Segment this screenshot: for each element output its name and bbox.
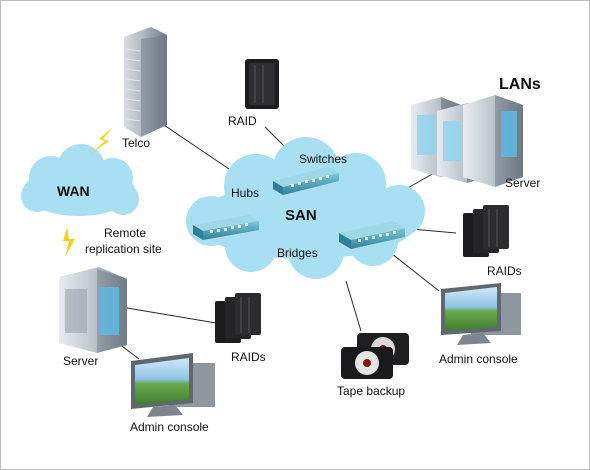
raid-storage-icon [463,205,509,257]
raids-right-label: RAIDs [487,264,522,278]
raid-storage-icon [245,59,279,109]
office-building-icon [124,27,167,137]
bridges-label: Bridges [277,246,318,260]
wan-cloud [21,144,139,216]
admin-console-left-label: Admin console [130,420,209,434]
admin-console-right-label: Admin console [439,352,518,366]
telco-label: Telco [122,136,150,150]
wan-label: WAN [57,183,90,199]
switches-label: Switches [299,152,347,166]
san-label: SAN [285,207,317,224]
network-switch-icon [193,215,259,240]
san-cloud [186,137,425,279]
monitor-icon [131,353,215,417]
hubs-label: Hubs [231,186,259,200]
server-right-label: Server [505,176,540,190]
remote-site-label-line1: Remote [104,226,146,240]
monitor-icon [441,283,521,345]
tower-server-icon [59,267,127,353]
lans-label: LANs [499,76,541,93]
tape-reel-icon [341,333,409,379]
raids-left-label: RAIDs [231,350,266,364]
tape-backup-label: Tape backup [337,384,405,398]
server-left-label: Server [63,354,98,368]
raid-top-label: RAID [228,114,257,128]
network-switch-icon [273,167,339,195]
tower-server-icon [463,95,523,187]
raid-storage-icon [215,293,261,343]
lightning-bolt-icon [89,127,113,155]
network-switch-icon [339,221,405,249]
remote-site-label-line2: replication site [85,242,162,256]
lightning-bolt-icon [63,227,75,257]
